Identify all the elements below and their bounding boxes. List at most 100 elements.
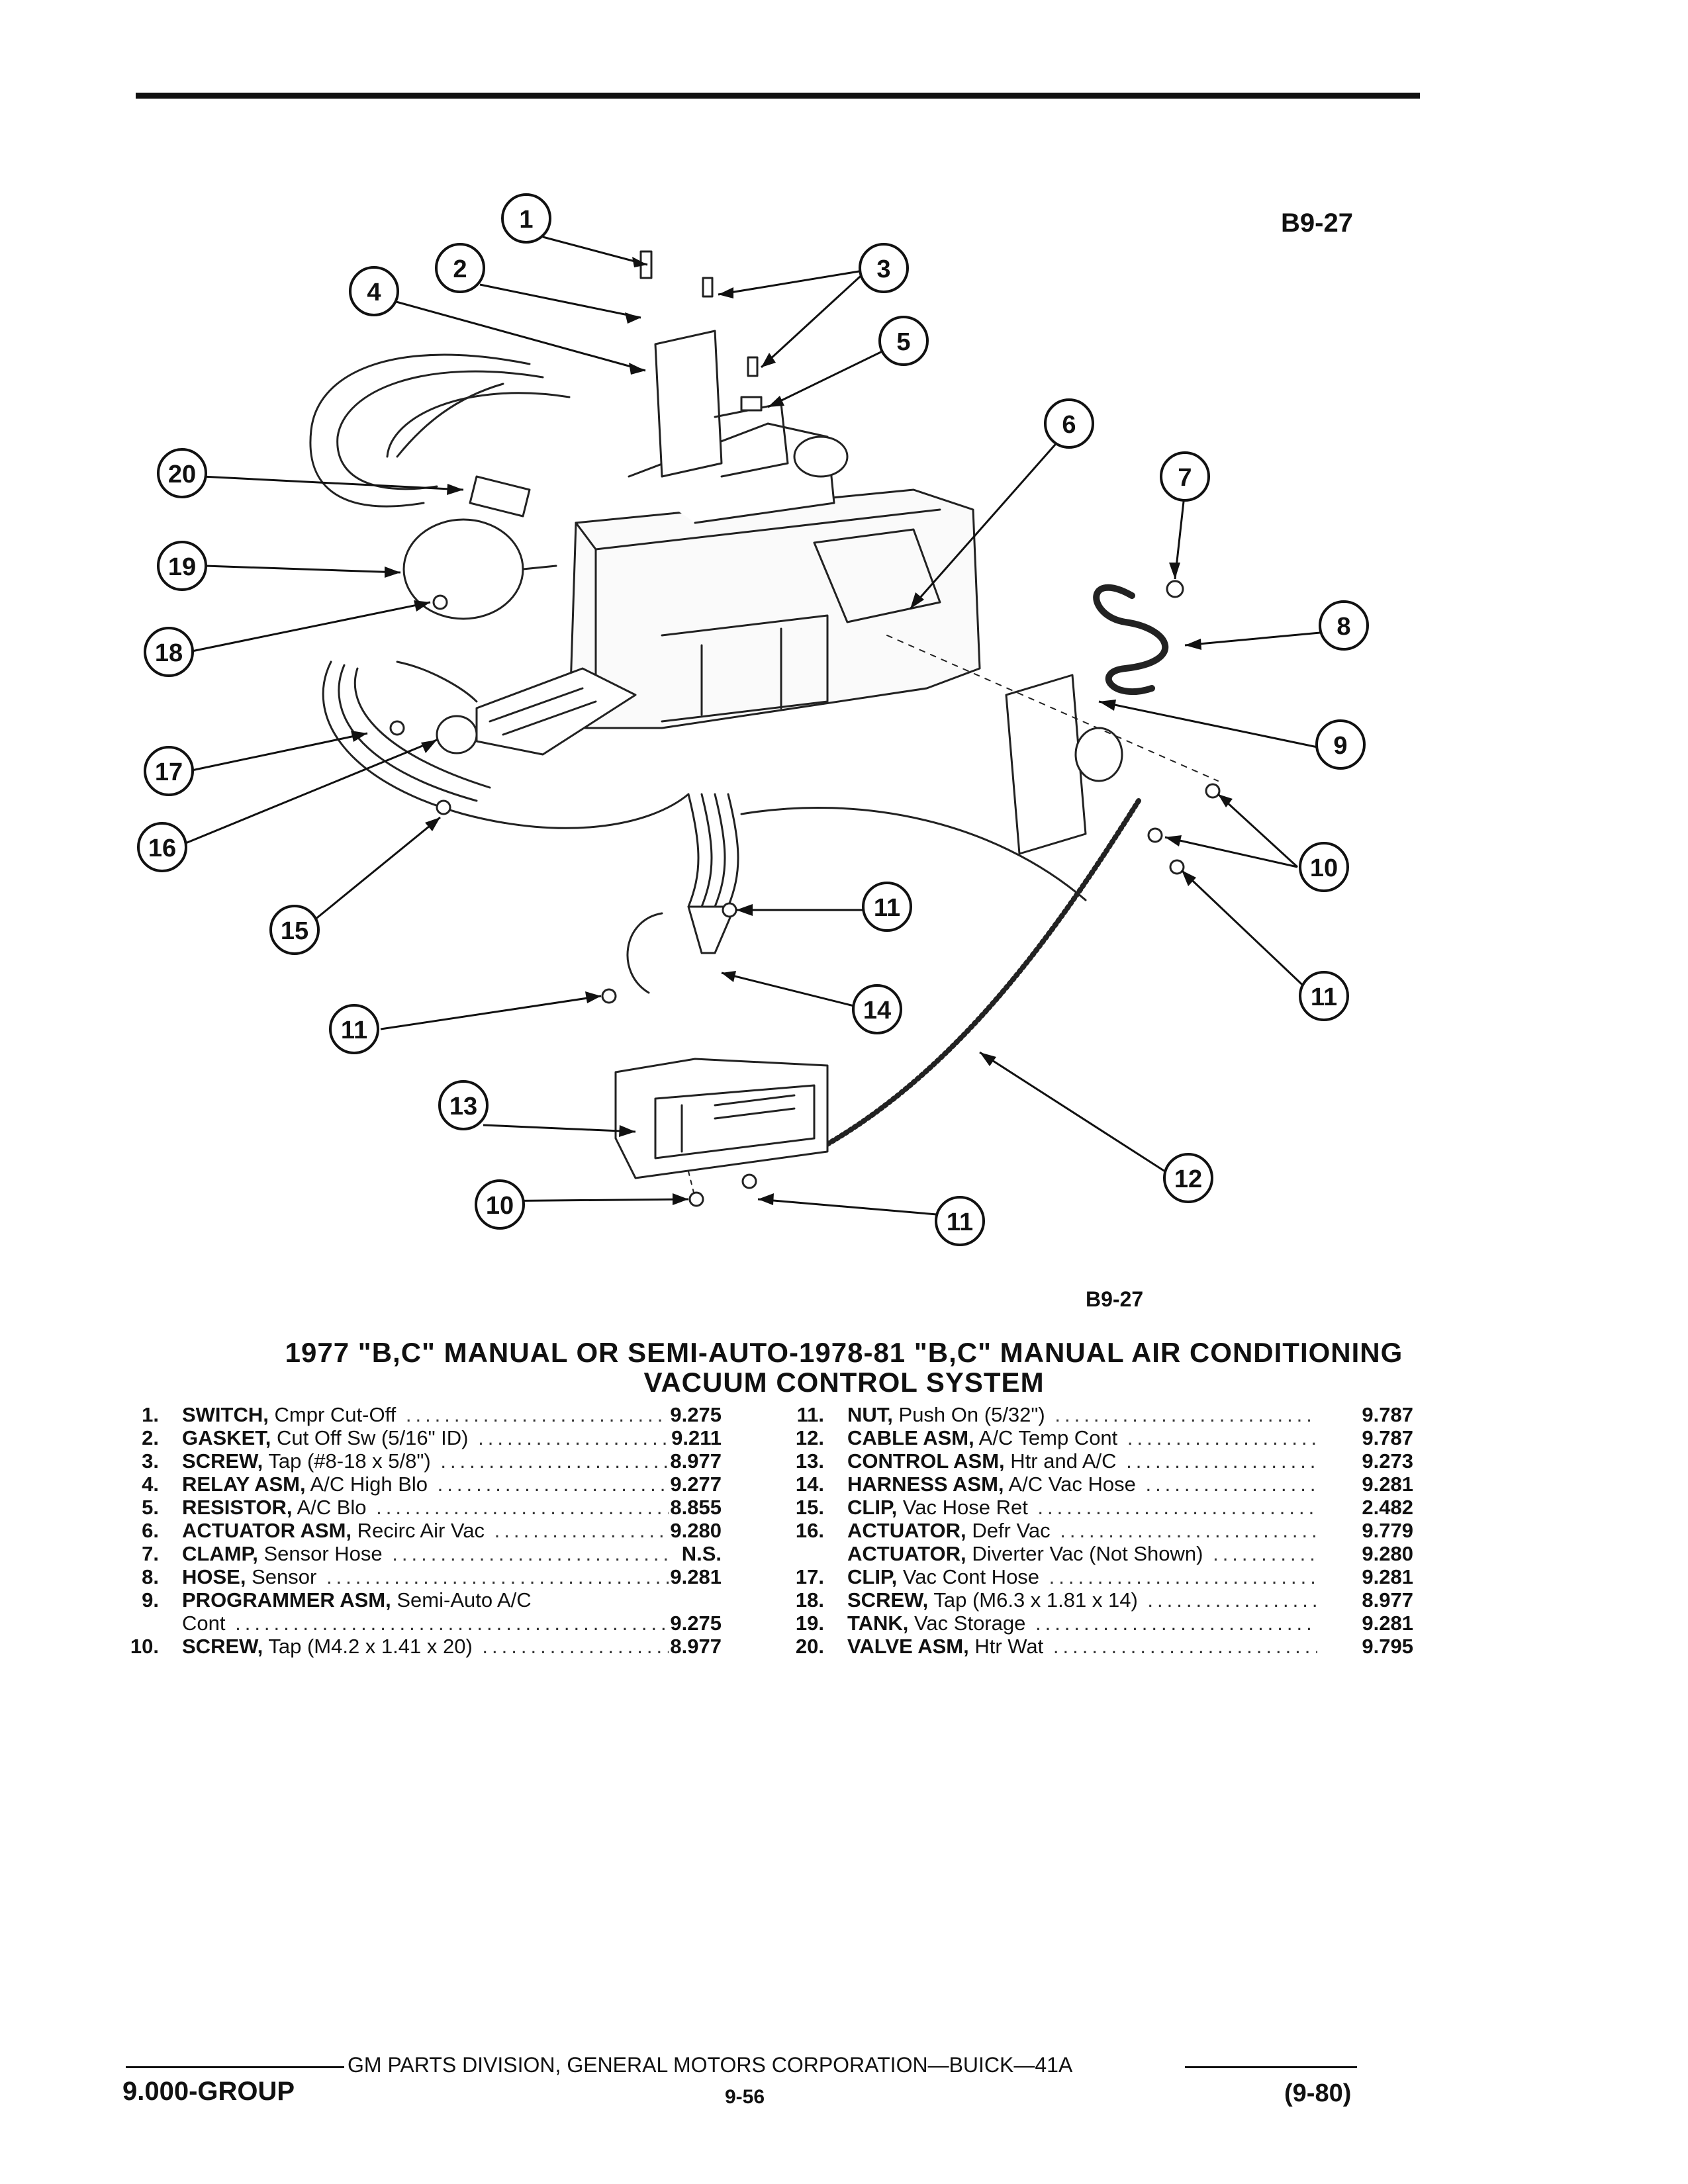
- part-number: 9.: [142, 1588, 159, 1612]
- parts-row: 8.HOSE, Sensor .........................…: [119, 1565, 741, 1588]
- leader-14: [721, 972, 855, 1007]
- part-name: TANK,: [847, 1612, 909, 1635]
- part-name: HARNESS ASM,: [847, 1473, 1004, 1496]
- part-group-number: 9.275: [670, 1403, 722, 1426]
- callout-circle-7: [1160, 451, 1210, 502]
- dot-leader: ........................................…: [494, 1519, 669, 1542]
- part-description: SCREW, Tap (M4.2 x 1.41 x 20) ..........…: [182, 1635, 669, 1659]
- part-group-number: 8.977: [670, 1449, 722, 1473]
- figure-code-bottom: B9-27: [1086, 1287, 1144, 1311]
- leader-10a: [1217, 793, 1299, 868]
- part-detail: Sensor: [252, 1565, 317, 1588]
- callout-circle-10b: [475, 1179, 525, 1230]
- part-name: SCREW,: [182, 1635, 263, 1658]
- part-detail: Cont: [182, 1612, 226, 1635]
- part-detail: Tap (M4.2 x 1.41 x 20): [268, 1635, 473, 1658]
- callout-circle-5: [878, 316, 929, 366]
- part-description: CLAMP, Sensor Hose .....................…: [182, 1542, 669, 1566]
- part-number: 15.: [795, 1496, 824, 1519]
- part-number: 16.: [795, 1519, 824, 1542]
- part-number: 6.: [142, 1519, 159, 1542]
- part-description: CLIP, Vac Cont Hose ....................…: [847, 1565, 1317, 1589]
- part-number: 17.: [795, 1565, 824, 1588]
- part-group-number: 9.281: [670, 1565, 722, 1588]
- leader-1: [542, 236, 648, 266]
- part-number: 12.: [795, 1426, 824, 1449]
- lower-hose-loop: [322, 660, 690, 829]
- parts-row: 5.RESISTOR, A/C Blo ....................…: [119, 1496, 741, 1519]
- callout-18: 18: [155, 639, 183, 667]
- parts-row: 16. ACTUATOR, Defr Vac ..................…: [784, 1519, 1413, 1542]
- part-group-number: 9.280: [1362, 1542, 1413, 1565]
- parts-row: 10.SCREW, Tap (M4.2 x 1.41 x 20) .......…: [119, 1635, 741, 1658]
- part-group-number: 9.281: [1362, 1612, 1413, 1635]
- parts-row: 12.CABLE ASM, A/C Temp Cont ............…: [784, 1426, 1413, 1449]
- parts-row: 2.GASKET, Cut Off Sw (5/16" ID) ........…: [119, 1426, 741, 1449]
- part-detail: Tap (#8-18 x 5/8"): [268, 1449, 431, 1473]
- leader-3b: [760, 269, 868, 369]
- part-group-number: 9.795: [1362, 1635, 1413, 1658]
- part-detail: A/C Blo: [297, 1496, 367, 1519]
- blower-relay: [654, 330, 723, 478]
- dot-leader: ........................................…: [1060, 1519, 1317, 1542]
- callout-circle-17: [144, 746, 194, 796]
- dot-leader: ........................................…: [1037, 1496, 1317, 1519]
- part-group-number: 9.275: [670, 1612, 722, 1635]
- leader-4: [393, 300, 646, 372]
- programmer: [1005, 674, 1087, 855]
- leader-20: [201, 475, 464, 491]
- part-detail: Tap (M6.3 x 1.81 x 14): [933, 1588, 1138, 1612]
- leader-13: [483, 1124, 636, 1133]
- part-description: SWITCH, Cmpr Cut-Off ...................…: [182, 1403, 669, 1427]
- part-description: TANK, Vac Storage ......................…: [847, 1612, 1317, 1635]
- part-name: ACTUATOR ASM,: [182, 1519, 352, 1542]
- dot-leader: ........................................…: [235, 1612, 669, 1635]
- part-name: CONTROL ASM,: [847, 1449, 1005, 1473]
- leader-6: [909, 439, 1060, 610]
- dot-leader: ........................................…: [1213, 1542, 1317, 1565]
- figure-title-line2: VACUUM CONTROL SYSTEM: [643, 1367, 1045, 1398]
- part-name: SCREW,: [182, 1449, 263, 1473]
- part-detail: Semi-Auto A/C: [397, 1588, 532, 1612]
- callout-15: 15: [281, 917, 308, 945]
- part-group-number: 8.855: [670, 1496, 722, 1519]
- part-description: HOSE, Sensor ...........................…: [182, 1565, 669, 1589]
- part-group-number: 9.281: [1362, 1565, 1413, 1588]
- callout-circle-20: [157, 448, 207, 498]
- parts-row: 6.ACTUATOR ASM, Recirc Air Vac .........…: [119, 1519, 741, 1542]
- callout-circle-9: [1315, 719, 1366, 770]
- callout-12: 12: [1174, 1165, 1202, 1193]
- footer-date: (9-80): [1284, 2079, 1352, 2107]
- callout-4: 4: [367, 279, 381, 306]
- dot-leader: ........................................…: [440, 1449, 669, 1473]
- leader-2: [479, 283, 641, 319]
- part-group-number: N.S.: [681, 1542, 722, 1565]
- part-description: CONTROL ASM, Htr and A/C ...............…: [847, 1449, 1317, 1473]
- parts-row: 7.CLAMP, Sensor Hose ...................…: [119, 1542, 741, 1565]
- part-number: 19.: [795, 1612, 824, 1635]
- defroster-actuator: [436, 715, 478, 754]
- part-description: ACTUATOR, Defr Vac .....................…: [847, 1519, 1317, 1543]
- parts-row: 18.SCREW, Tap (M6.3 x 1.81 x 14) .......…: [784, 1588, 1413, 1612]
- callout-9: 9: [1333, 732, 1347, 760]
- callout-11: 11: [947, 1208, 973, 1236]
- part-name: SCREW,: [847, 1588, 929, 1612]
- footer-rule-right: [1185, 2066, 1357, 2068]
- leader-11a: [1180, 869, 1312, 994]
- part-name: PROGRAMMER ASM,: [182, 1588, 391, 1612]
- parts-row: 17. CLIP, Vac Cont Hose .................…: [784, 1565, 1413, 1588]
- part-description: SCREW, Tap (#8-18 x 5/8") ..............…: [182, 1449, 669, 1473]
- water-valve: [469, 475, 531, 518]
- callout-circle-11d: [935, 1196, 985, 1246]
- top-rule: [136, 93, 1420, 99]
- part-detail: A/C Vac Hose: [1008, 1473, 1136, 1496]
- dot-leader: ........................................…: [326, 1565, 669, 1588]
- callout-5: 5: [896, 328, 910, 356]
- part-name: SWITCH,: [182, 1403, 269, 1426]
- callout-11: 11: [1311, 983, 1337, 1011]
- callout-2: 2: [453, 255, 467, 283]
- callout-6: 6: [1062, 411, 1076, 439]
- callout-circle-15: [269, 905, 320, 955]
- figure-code-top: B9-27: [1281, 208, 1353, 238]
- part-detail: Vac Storage: [914, 1612, 1026, 1635]
